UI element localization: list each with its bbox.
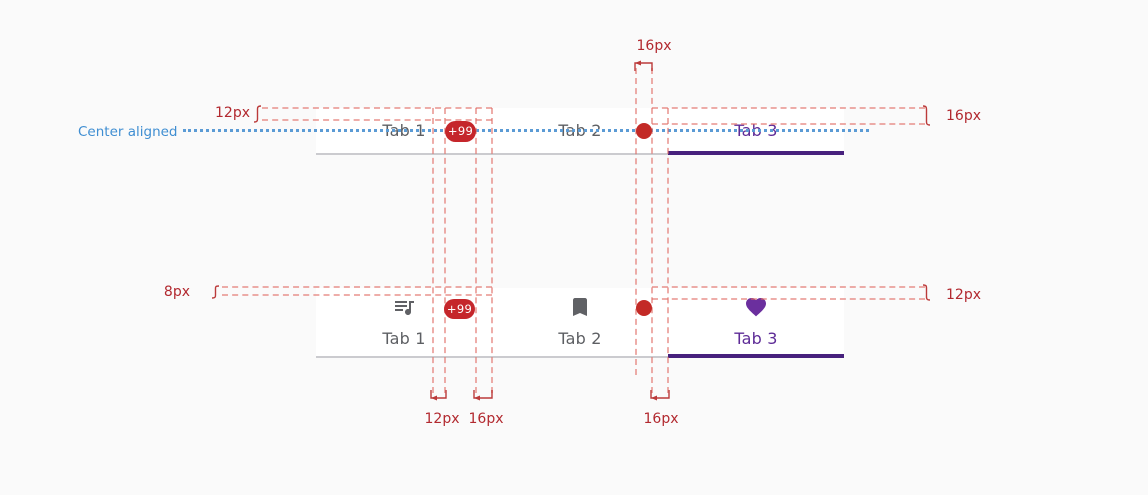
guide-line [667, 108, 669, 393]
guide-line [444, 108, 446, 393]
guide-line [262, 107, 492, 109]
measure-bracket [921, 284, 933, 305]
queue-music-icon [392, 295, 416, 319]
measure-bracket [430, 386, 447, 405]
tab-2-icon[interactable]: Tab 2 [492, 288, 668, 356]
guide-line [651, 68, 653, 393]
count-badge: +99 [444, 299, 475, 319]
tab-label: Tab 2 [558, 329, 602, 348]
measure-bracket [473, 386, 493, 405]
measure-bracket [209, 284, 221, 303]
active-tab-indicator [668, 354, 844, 358]
measurement-label: 16px [468, 411, 504, 427]
measurement-label: 12px [946, 287, 981, 303]
bookmark-icon [568, 295, 592, 319]
center-aligned-note: Center aligned [78, 124, 178, 140]
measurement-label: 16px [643, 411, 679, 427]
tab-label: Tab 3 [734, 329, 778, 348]
guide-line [491, 108, 493, 393]
tab-label: Tab 1 [382, 329, 426, 348]
measurement-label: 8px [163, 284, 190, 300]
guide-line [475, 108, 477, 393]
center-baseline-dotted-line [183, 129, 869, 132]
guide-line [652, 123, 925, 125]
measure-bracket [251, 105, 263, 127]
measure-bracket [634, 57, 653, 76]
guide-line [222, 294, 492, 296]
guide-line [652, 107, 925, 109]
count-badge: +99 [445, 121, 476, 142]
measurement-label: 12px [424, 411, 460, 427]
measure-bracket [650, 386, 670, 405]
guide-line [222, 286, 492, 288]
notification-dot-badge [636, 300, 652, 316]
notification-dot-badge [636, 123, 652, 139]
measurement-label: 16px [636, 38, 672, 54]
tab-1-icon[interactable]: Tab 1 [316, 288, 492, 356]
guide-line [652, 298, 925, 300]
measurement-label: 16px [946, 108, 981, 124]
tab-bar-icon: Tab 1 Tab 2 Tab 3 [316, 288, 844, 358]
measurement-label: 12px [215, 105, 250, 121]
guide-line [262, 119, 492, 121]
heart-icon [744, 295, 768, 319]
measure-bracket [921, 105, 933, 130]
guide-line [635, 68, 637, 375]
tab-3-icon-active[interactable]: Tab 3 [668, 288, 844, 356]
guide-line [432, 108, 434, 393]
guide-line [652, 286, 925, 288]
active-tab-indicator [668, 151, 844, 155]
